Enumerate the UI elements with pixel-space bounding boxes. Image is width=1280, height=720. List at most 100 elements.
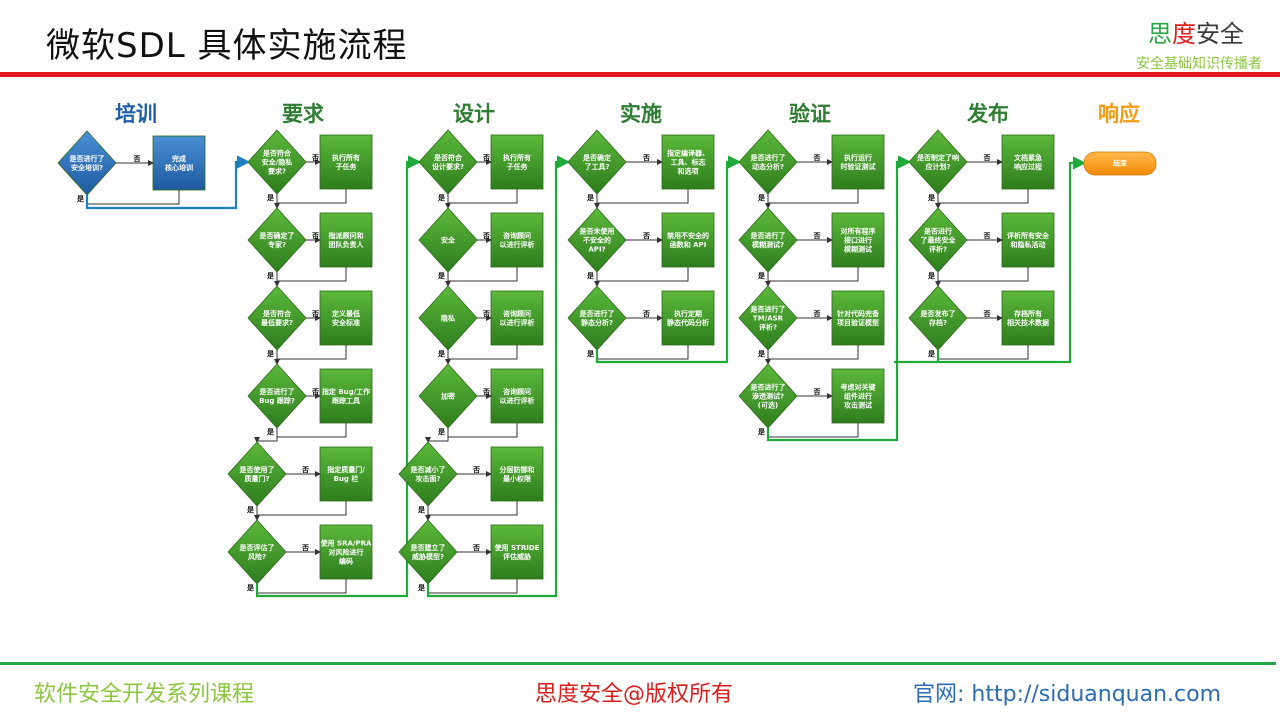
phase2-task-3-label: 咨询顾问以进行评析	[500, 387, 535, 405]
phase4-decision-3-label: 是否进行了渗透测试?(可选)	[750, 383, 786, 410]
phase5-yes-label-0: 是	[927, 193, 936, 202]
phase1-decision-2-label: 是否符合最低要求?	[261, 309, 293, 327]
phase3-task-0-label: 指定编译器、工具、标志和选项	[667, 149, 709, 176]
phase1-return-2	[277, 345, 347, 360]
phase4-task-3-label: 考虑对关键组件进行攻击测试	[841, 383, 876, 410]
phase1-decision-1	[247, 207, 307, 273]
header-divider	[0, 72, 1280, 77]
terminal-end	[1083, 151, 1157, 176]
phase2-return-1	[448, 267, 518, 282]
phase1-task-4-label: 指定质量门/Bug 栏	[327, 465, 365, 483]
phase2-yes-label-1: 是	[437, 271, 446, 280]
phase5-yes-label-2: 是	[927, 349, 936, 358]
phase5-task-0-label: 文档紧急响应过程	[1014, 153, 1042, 171]
phase0-no-label-0: 否	[133, 155, 141, 163]
phase2-yes-label-4: 是	[417, 505, 426, 514]
phase1-decision-4-label: 是否使用了质量门?	[239, 465, 275, 483]
phase2-decision-0	[418, 129, 478, 195]
phase5-task-1	[1001, 212, 1055, 268]
phase2-no-label-3: 否	[482, 388, 490, 396]
phase2-task-2	[490, 290, 544, 346]
phase3-task-2	[661, 290, 715, 346]
phase1-return-0	[277, 189, 347, 204]
phase4-yes-label-2: 是	[757, 349, 766, 358]
phase0-return-0	[87, 190, 180, 205]
phase1-yes-label-3: 是	[266, 427, 275, 436]
phase3-yes-label-0: 是	[586, 193, 595, 202]
phase1-task-4	[319, 446, 373, 502]
phase4-no-label-2: 否	[813, 310, 821, 318]
phase3-decision-0-label: 是否确定了工具?	[582, 153, 611, 171]
phase3-return-0	[597, 189, 689, 204]
phase4-return-2	[768, 345, 859, 360]
phase1-return-1	[277, 267, 347, 282]
phase1-task-2	[319, 290, 373, 346]
phase1-yes-label-4: 是	[246, 505, 255, 514]
brand-logo: 思度安全	[1148, 14, 1244, 49]
phase2-task-4-label: 分层防御和最小权限	[500, 465, 535, 483]
phase1-no-label-0: 否	[311, 154, 319, 162]
phase2-yes-label-2: 是	[437, 349, 446, 358]
phase5-return-2	[938, 345, 1029, 360]
phase4-yes-label-1: 是	[757, 271, 766, 280]
phase1-return-4	[257, 501, 347, 516]
phase1-task-3-label: 指定 Bug/工作跟踪工具	[322, 387, 370, 405]
phase5-decision-1-label: 是否进行了最终安全评析?	[921, 227, 957, 254]
phase1-no-label-1: 否	[311, 232, 319, 240]
phase3-return-1	[597, 267, 689, 282]
phase5-decision-2-label: 是否发布了存档?	[920, 309, 956, 327]
phase1-decision-3	[247, 363, 307, 429]
phase1-no-label-2: 否	[311, 310, 319, 318]
phase5-return-0	[938, 189, 1029, 204]
phase2-decision-5-label: 是否建立了威胁模型?	[410, 543, 446, 561]
phase4-no-label-3: 否	[813, 388, 821, 396]
phase4-no-label-0: 否	[813, 154, 821, 162]
phase5-decision-0-label: 是否制定了响应计划?	[916, 153, 959, 171]
phase3-to-phase4-connector	[595, 155, 742, 364]
phase2-task-1-label: 咨询顾问以进行评析	[500, 231, 535, 249]
brand-part-3: 安全	[1196, 20, 1244, 48]
phase3-decision-2	[567, 285, 627, 351]
phase3-decision-0	[567, 129, 627, 195]
phase3-no-label-2: 否	[642, 310, 650, 318]
phase-header-6: 响应	[1098, 102, 1140, 126]
footer-website: 官网: http://siduanquan.com	[913, 682, 1222, 707]
phase0-yes-label-0: 是	[76, 194, 85, 203]
phase0-decision-0	[57, 130, 117, 196]
phase1-task-0	[319, 134, 373, 190]
phase1-decision-0-label: 是否符合安全/隐私要求?	[262, 149, 293, 176]
phase4-decision-1	[738, 207, 798, 273]
phase3-task-1	[661, 212, 715, 268]
phase2-return-5	[428, 579, 518, 594]
phase2-return-2	[448, 345, 518, 360]
phase-header-1: 要求	[282, 102, 324, 126]
phase2-decision-2-label: 隐私	[441, 314, 455, 323]
phase0-to-phase1-connector	[85, 155, 251, 210]
phase0-decision-0-label: 是否进行了安全培训?	[69, 154, 105, 172]
phase5-decision-2	[908, 285, 968, 351]
phase1-return-3	[277, 423, 347, 438]
phase4-to-phase5-connector	[766, 155, 912, 442]
phase2-no-label-4: 否	[472, 466, 480, 474]
phase4-decision-0-label: 是否进行了动态分析?	[750, 153, 786, 171]
phase2-no-label-2: 否	[482, 310, 490, 318]
phase1-yes-label-5: 是	[246, 583, 255, 592]
footer-course: 软件安全开发系列课程	[34, 682, 255, 707]
phase1-task-1	[319, 212, 373, 268]
brand-part-1: 思	[1148, 20, 1172, 48]
phase1-return-5	[257, 579, 347, 594]
phase5-no-label-0: 否	[983, 154, 991, 162]
phase-header-4: 验证	[789, 102, 831, 126]
phase1-task-1-label: 指派顾问和团队负责人	[329, 231, 365, 249]
phase4-task-2-label: 针对代码完备项目验证模型	[836, 309, 880, 327]
phase3-yes-label-2: 是	[586, 349, 595, 358]
phase4-decision-1-label: 是否进行了模糊测试?	[750, 231, 786, 249]
phase4-return-1	[768, 267, 859, 282]
phase2-decision-3-label: 加密	[440, 392, 455, 401]
page-title: 微软SDL 具体实施流程	[46, 26, 408, 66]
phase5-yes-label-1: 是	[927, 271, 936, 280]
phase2-task-5	[490, 524, 544, 580]
